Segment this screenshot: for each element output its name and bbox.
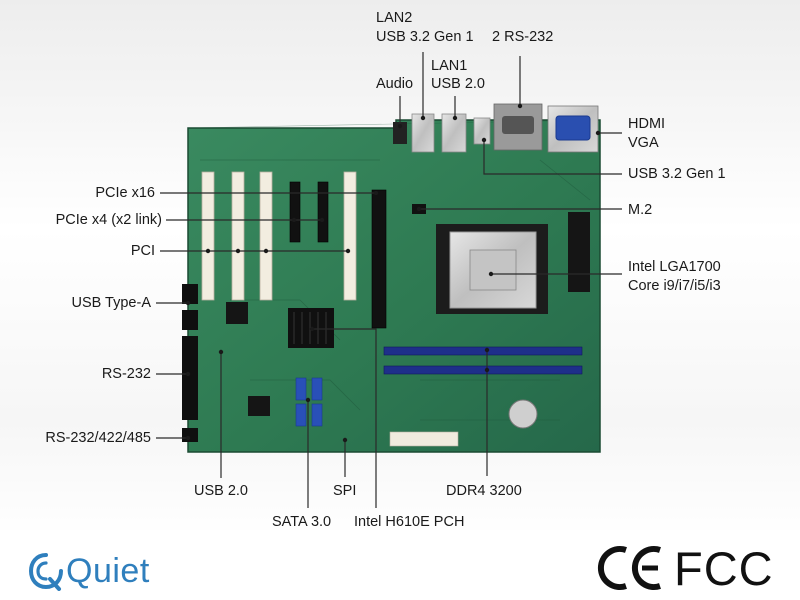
pci-slot	[231, 171, 245, 301]
label-cpu-socket: Intel LGA1700	[628, 259, 721, 275]
pcie-x4-slot	[317, 181, 329, 243]
brand-text: Quiet	[66, 551, 150, 590]
label-2-rs232: 2 RS-232	[492, 29, 554, 45]
ce-mark-icon	[597, 546, 661, 590]
side-headers	[182, 284, 198, 442]
label-cpu-family: Core i9/i7/i5/i3	[628, 278, 721, 294]
label-audio: Audio	[376, 76, 414, 92]
label-vga: VGA	[628, 135, 659, 151]
label-usb32-gen1-top: USB 3.2 Gen 1	[376, 29, 474, 45]
pci-slot	[343, 171, 357, 301]
certification-marks: FCC	[596, 541, 782, 595]
pci-slot	[259, 171, 273, 301]
label-hdmi: HDMI	[628, 116, 666, 132]
label-usb-type-a: USB Type-A	[71, 295, 151, 311]
label-usb32-gen1-right: USB 3.2 Gen 1	[628, 166, 726, 182]
label-ddr4: DDR4 3200	[446, 483, 522, 499]
footer-band	[0, 530, 800, 600]
pcie-x4-slot	[289, 181, 301, 243]
label-usb20-top: USB 2.0	[431, 76, 485, 92]
label-pcie-x16: PCIe x16	[95, 185, 155, 201]
label-m2: M.2	[628, 202, 653, 218]
label-pci: PCI	[130, 243, 155, 259]
dimm-slots	[383, 346, 583, 375]
label-lan2: LAN2	[376, 10, 413, 26]
quiet-logo: Quiet	[28, 548, 150, 594]
leader-lines	[156, 52, 622, 508]
cpu-socket	[436, 224, 548, 314]
misc-chips	[226, 204, 459, 447]
rear-io	[393, 103, 599, 153]
pcie-x16-slot	[371, 189, 387, 329]
label-usb20-bottom: USB 2.0	[194, 483, 248, 499]
label-sata: SATA 3.0	[272, 514, 332, 530]
lan1-port	[441, 113, 467, 153]
label-rs232-422-485: RS-232/422/485	[45, 430, 151, 446]
label-lan1: LAN1	[431, 58, 468, 74]
fcc-mark: FCC	[674, 541, 774, 595]
pci-slot	[201, 171, 215, 301]
label-pcie-x4: PCIe x4 (x2 link)	[55, 212, 162, 228]
dimm-slot	[383, 346, 583, 356]
dimm-slot	[383, 365, 583, 375]
sata-connectors	[295, 377, 323, 427]
quiet-swirl-icon	[28, 553, 63, 591]
battery	[508, 399, 538, 429]
audio-jack	[393, 122, 407, 144]
label-pch: Intel H610E PCH	[354, 514, 465, 530]
motherboard-diagram	[156, 52, 622, 508]
leader-dots	[185, 103, 601, 443]
label-spi: SPI	[333, 483, 357, 499]
usb-port	[473, 117, 491, 145]
label-rs232: RS-232	[101, 366, 151, 382]
expansion-slots	[201, 171, 387, 329]
vrm-heatsink	[568, 212, 590, 292]
